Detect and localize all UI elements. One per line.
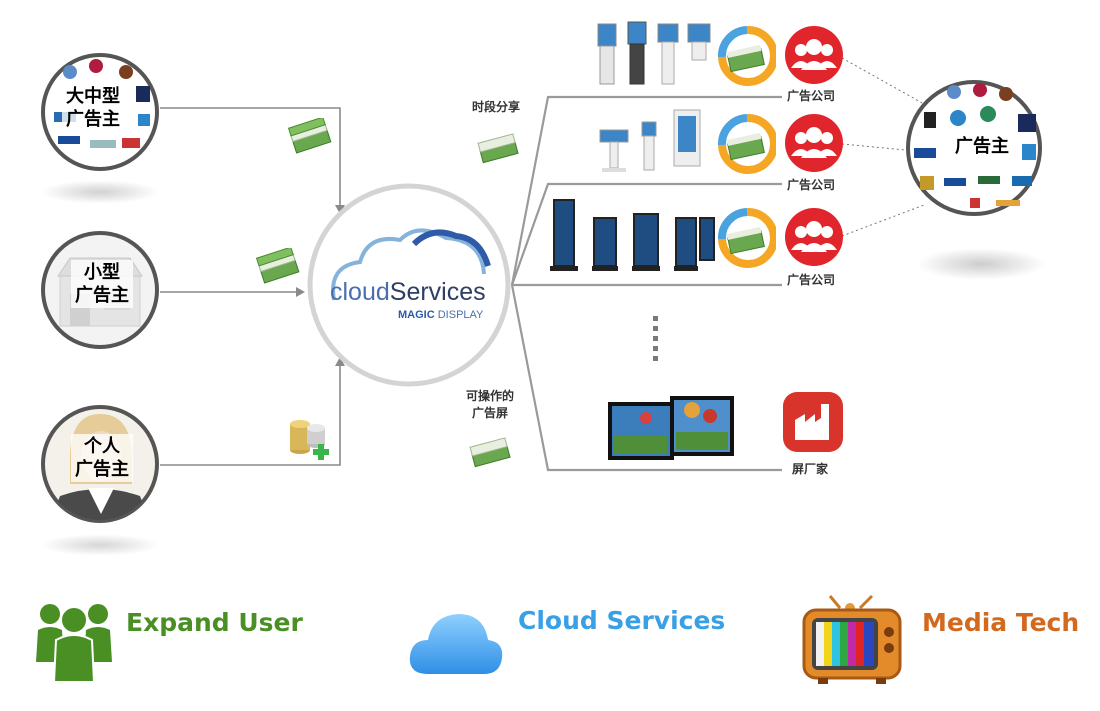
large-advertiser-line1: 大中型 [66, 86, 120, 107]
kiosk-row-1 [597, 21, 711, 85]
branch-label-operable: 可操作的 广告屏 [466, 388, 514, 422]
coins-add-icon [290, 420, 329, 460]
agency-group-icon [785, 114, 843, 172]
display-stand-icon [592, 217, 618, 271]
dotted-link-2 [841, 143, 907, 151]
branch-line-1 [510, 95, 782, 286]
branch-line-2 [510, 182, 782, 286]
display-stand-icon [550, 199, 578, 271]
line-personal-to-hub [160, 363, 341, 466]
small-advertiser-line2: 广告主 [75, 285, 129, 306]
hub-brand-cloud: cloud [330, 278, 390, 306]
display-stand-icon [699, 217, 715, 261]
hub-subtitle-magic: MAGIC [398, 309, 435, 321]
expand-user-group-icon [36, 604, 112, 683]
led-screens [608, 396, 734, 460]
agency-label: 广告公司 [787, 273, 836, 287]
large-advertiser-node: 大中型 广告主 [40, 52, 160, 172]
agency-group-icon [785, 26, 843, 84]
arrow-personal-to-hub [335, 357, 345, 366]
hub-subtitle: MAGIC DISPLAY [398, 309, 483, 321]
branch-label-operable-line1: 可操作的 [466, 389, 515, 403]
display-stand-icon [632, 213, 660, 271]
kiosk-icon [641, 121, 657, 171]
manufacturer-label: 屏厂家 [792, 462, 829, 476]
screen-icon [670, 396, 734, 456]
display-row-3 [550, 199, 715, 271]
hub-subtitle-display: DISPLAY [437, 309, 484, 321]
display-stand-icon [674, 217, 698, 271]
money-stack-icon [256, 248, 300, 284]
agency-label: 广告公司 [787, 178, 836, 192]
money-stack-icon [288, 118, 332, 154]
right-advertiser-label: 广告主 [951, 134, 1013, 159]
right-advertiser-node: 广告主 [904, 78, 1044, 218]
agency-group-icon [785, 208, 843, 266]
kiosk-icon [627, 21, 647, 85]
kiosk-icon [599, 129, 629, 172]
factory-icon [783, 392, 843, 452]
hub-brand-services: Services [389, 278, 486, 306]
kiosk-icon [597, 23, 617, 85]
agency-node-1: 广告公司 [783, 24, 845, 103]
hub-circle [307, 183, 511, 387]
legend-cloud-services: Cloud Services [518, 606, 726, 635]
small-advertiser-line1: 小型 [84, 262, 120, 283]
color-bars [816, 622, 874, 666]
hub-brand: cloudServices [330, 278, 486, 307]
kiosk-icon [673, 109, 701, 167]
branch-line-4 [510, 284, 782, 472]
branch-label-timeshare: 时段分享 [472, 100, 521, 114]
line-large-to-hub [160, 107, 341, 208]
personal-advertiser-shadow [40, 534, 160, 556]
large-advertiser-label: 大中型 广告主 [62, 84, 124, 132]
small-advertiser-node: 小型 广告主 [40, 230, 160, 350]
personal-advertiser-label: 个人 广告主 [71, 434, 133, 482]
agency-node-2: 广告公司 [783, 112, 845, 192]
money-stack-icon [469, 437, 511, 468]
more-screens-ellipsis [653, 316, 658, 361]
dotted-link-1 [841, 57, 925, 105]
agency-label: 广告公司 [787, 89, 836, 103]
cloud-services-hub: cloudServices MAGIC DISPLAY [306, 182, 512, 388]
arrow-small-to-hub [296, 287, 305, 297]
small-advertiser-label: 小型 广告主 [71, 260, 133, 308]
right-advertiser-shadow [916, 248, 1046, 280]
personal-advertiser-line1: 个人 [84, 436, 120, 457]
arrow-large-to-hub [335, 205, 345, 214]
money-stack-icon [477, 133, 519, 164]
screen-icon [608, 402, 674, 460]
kiosk-icon [687, 23, 711, 61]
money-cycle-icon [718, 26, 776, 86]
money-cycle-icon [718, 114, 776, 174]
personal-advertiser-node: 个人 广告主 [40, 404, 160, 524]
branch-label-operable-line2: 广告屏 [472, 406, 509, 420]
agency-node-3: 广告公司 [783, 206, 845, 287]
money-cycle-icon [718, 208, 776, 268]
kiosk-row-2 [599, 109, 701, 172]
kiosk-icon [657, 23, 679, 85]
large-advertiser-line2: 广告主 [66, 109, 120, 130]
manufacturer-node: 屏厂家 [781, 390, 845, 476]
icloud-icon [409, 614, 503, 674]
retro-tv-icon [802, 594, 902, 684]
legend-media-tech: Media Tech [922, 608, 1080, 637]
legend-expand-user: Expand User [126, 608, 303, 637]
personal-advertiser-line2: 广告主 [75, 459, 129, 480]
cloud-icon [331, 228, 486, 301]
large-advertiser-shadow [40, 180, 160, 204]
